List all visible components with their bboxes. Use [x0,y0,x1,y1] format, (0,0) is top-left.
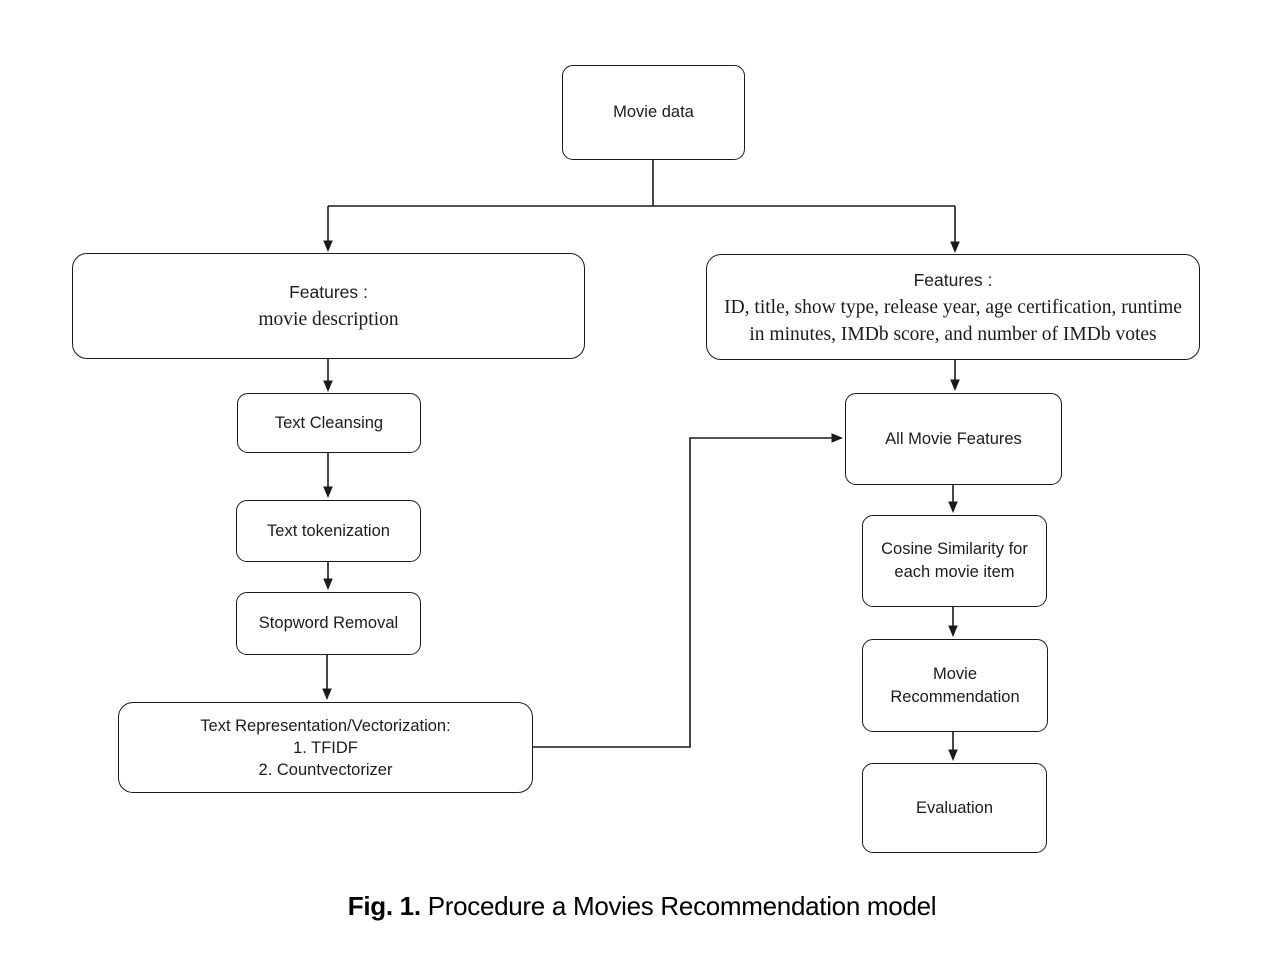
node-movie-recommendation-line1: Movie [932,664,977,683]
edge-representation-allfeatures [533,433,843,748]
node-movie-data: Movie data [562,65,745,160]
node-stopword-removal: Stopword Removal [236,592,421,655]
node-evaluation-label: Evaluation [915,798,994,817]
node-movie-recommendation: Movie Recommendation [862,639,1048,732]
node-text-representation: Text Representation/Vectorization: 1. TF… [118,702,533,793]
node-features-description: Features : movie description [72,253,585,359]
node-movie-recommendation-line2: Recommendation [890,687,1020,706]
node-text-cleansing: Text Cleansing [237,393,421,453]
node-movie-data-label: Movie data [613,103,694,121]
node-cosine-similarity-line2: each movie item [894,563,1015,581]
node-features-metadata: Features : ID, title, show type, release… [706,254,1200,360]
node-features-metadata-line1: ID, title, show type, release year, age … [724,296,1182,318]
figure-caption: Fig. 1. Procedure a Movies Recommendatio… [0,891,1284,922]
node-cosine-similarity: Cosine Similarity for each movie item [862,515,1047,607]
node-features-metadata-line2: in minutes, IMDb score, and number of IM… [749,323,1157,345]
node-text-representation-line3: 2. Countvectorizer [258,760,393,779]
node-all-movie-features-label: All Movie Features [885,429,1022,448]
figure-caption-prefix: Fig. 1. [347,891,421,921]
node-features-description-line: movie description [258,309,399,330]
node-text-tokenization: Text tokenization [236,500,421,562]
node-features-metadata-title: Features : [913,269,993,290]
node-features-description-title: Features : [289,282,368,302]
node-cosine-similarity-line1: Cosine Similarity for [881,540,1028,558]
node-text-representation-line2: 1. TFIDF [293,738,358,757]
node-evaluation: Evaluation [862,763,1047,853]
node-text-representation-line1: Text Representation/Vectorization: [200,716,451,735]
node-text-tokenization-label: Text tokenization [267,521,390,540]
node-stopword-removal-label: Stopword Removal [258,614,399,632]
figure-caption-text: Procedure a Movies Recommendation model [420,891,937,921]
node-all-movie-features: All Movie Features [845,393,1062,485]
node-text-cleansing-label: Text Cleansing [274,413,384,432]
